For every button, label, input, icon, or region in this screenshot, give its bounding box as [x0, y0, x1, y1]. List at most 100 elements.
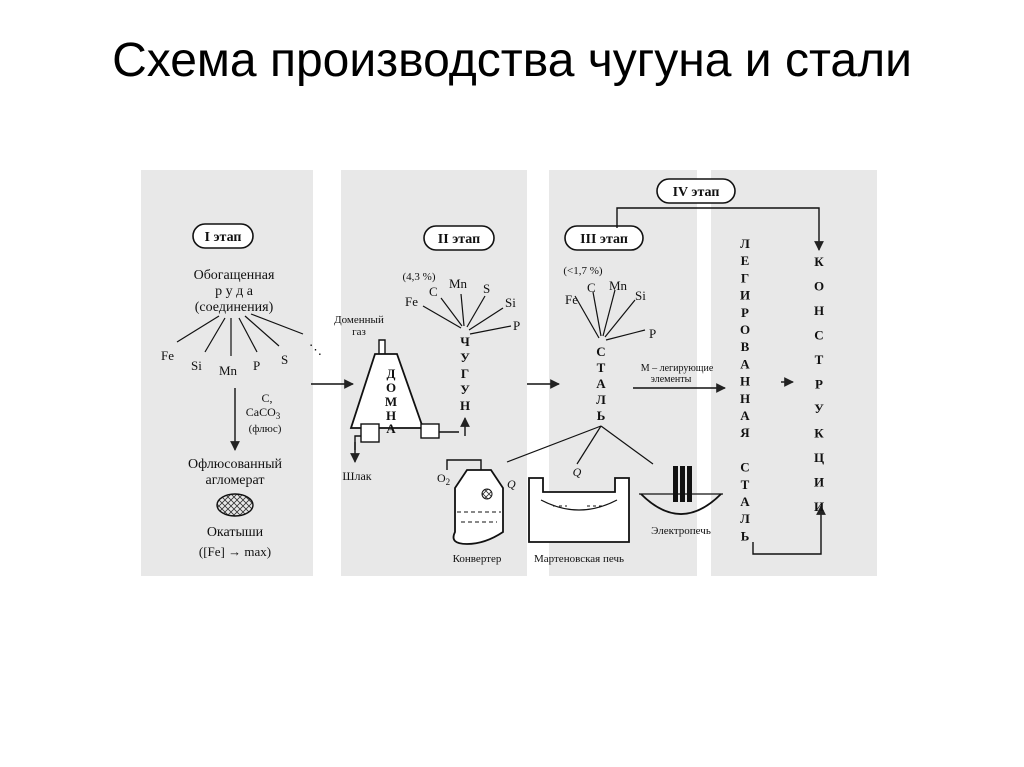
alloy-steel-letter: А [740, 408, 750, 423]
stage4-bottom-arrow [752, 505, 826, 555]
alloy-steel-letter: О [740, 322, 750, 337]
steel-element-mn: Mn [609, 278, 628, 293]
steel-element-si: Si [635, 288, 646, 303]
svg-text:II этап: II этап [438, 232, 480, 247]
structures-letter: К [814, 254, 824, 269]
structures-letter: К [814, 426, 824, 441]
ore-element-p: P [253, 358, 260, 373]
iron-element-p: P [513, 318, 520, 333]
steel-carbon-share: (<1,7 %) [563, 265, 603, 277]
steel-letters: С Т А Л Ь [596, 344, 606, 423]
converter-q-label: Q [507, 477, 516, 491]
pellets-formula: ([Fe] → max) [199, 544, 271, 559]
svg-text:Н: Н [460, 398, 470, 413]
svg-text:Д: Д [387, 366, 396, 381]
ore-label-line3: (соединения) [195, 300, 274, 315]
structures-letter: И [814, 475, 824, 490]
converter-label: Конвертер [453, 553, 502, 565]
steel-element-c: C [587, 280, 596, 295]
alloy-steel-letter: Я [740, 425, 750, 440]
svg-text:Ч: Ч [460, 334, 470, 349]
alloy-steel-letter: Ь [741, 528, 750, 543]
alloy-steel-letter: Л [740, 236, 750, 251]
stage4-top-arrow [616, 207, 824, 251]
flux-line3: (флюс) [249, 423, 282, 435]
stage4-panel [711, 170, 877, 576]
stage4-badge: IV этап [656, 178, 736, 204]
open-hearth-furnace [528, 477, 630, 543]
steel-element-p: P [649, 326, 656, 341]
stage3-badge: III этап [564, 225, 644, 251]
flux-line1: C, [261, 391, 272, 405]
ore-element-mn: Mn [219, 363, 238, 378]
converter-vessel [452, 469, 504, 545]
structures-letter: Ц [814, 450, 824, 465]
svg-text:А: А [386, 421, 396, 436]
svg-text:Т: Т [597, 360, 606, 375]
svg-text:III этап: III этап [580, 232, 628, 247]
svg-text:Ь: Ь [597, 408, 606, 423]
alloy-steel-letter: В [741, 339, 750, 354]
svg-text:А: А [596, 376, 606, 391]
ore-element-s: S [281, 352, 288, 367]
alloy-steel-letter: Л [740, 511, 750, 526]
electric-furnace-label: Электропечь [651, 525, 711, 537]
iron-letters: Ч У Г У Н [460, 334, 470, 413]
ore-label-line1: Обогащенная [194, 268, 275, 283]
svg-text:Н: Н [386, 408, 396, 423]
svg-text:Г: Г [461, 366, 469, 381]
iron-element-rays [422, 293, 512, 335]
alloy-label-line1: M – легирующие [641, 363, 714, 374]
structures-letter: И [814, 499, 824, 514]
furnace-letters: Д О М Н А [385, 366, 397, 436]
iron-carbon-share: (4,3 %) [403, 271, 436, 283]
structures-letter: С [814, 328, 823, 343]
agglomerate-line1: Офлюсованный [188, 457, 283, 472]
alloy-steel-letter: Е [741, 253, 750, 268]
alloy-steel-letter: И [740, 288, 750, 303]
structures-letter: У [814, 401, 824, 416]
ore-element-rays [176, 313, 304, 356]
iron-element-si: Si [505, 295, 516, 310]
iron-element-s: S [483, 281, 490, 296]
open-hearth-q-label: Q [573, 465, 582, 479]
blast-furnace [349, 353, 440, 450]
electric-furnace [639, 466, 723, 515]
alloy-steel-letter: Г [741, 270, 749, 285]
production-diagram: I этап II этап III этап IV этап Обогащен… [141, 170, 877, 576]
alloy-label-line2: элементы [651, 374, 692, 385]
blast-gas-pipe [378, 339, 386, 354]
steel-element-rays [574, 289, 646, 341]
open-hearth-label: Мартеновская печь [534, 553, 624, 565]
svg-text:М: М [385, 394, 397, 409]
iron-element-mn: Mn [449, 276, 468, 291]
converter-o2-label: O2 [437, 471, 450, 487]
alloy-steel-letter: С [740, 460, 749, 475]
structures-letter: Н [814, 303, 824, 318]
alloy-steel-letter: Н [740, 391, 750, 406]
alloy-steel-letter: Н [740, 374, 750, 389]
alloy-steel-letter: А [740, 356, 750, 371]
stage1-badge: I этап [192, 223, 254, 249]
ore-label-line2: р у д а [215, 284, 254, 299]
alloy-steel-letter: Р [741, 305, 749, 320]
svg-text:Л: Л [596, 392, 606, 407]
stage2-badge: II этап [423, 225, 495, 251]
steel-furnace-links [506, 425, 654, 465]
pellets-label: Окатыши [207, 525, 264, 540]
pellet-icon [216, 493, 254, 517]
slide-title: Схема производства чугуна и стали [112, 34, 912, 87]
ore-element-ellipsis: ⋱ [309, 342, 322, 357]
svg-text:I этап: I этап [205, 230, 242, 245]
blast-gas-line2: газ [352, 326, 366, 338]
flux-line2: CaCO3 [246, 405, 281, 421]
structures-letter: Т [815, 352, 824, 367]
iron-element-fe: Fe [405, 294, 418, 309]
steel-element-fe: Fe [565, 292, 578, 307]
ore-element-fe: Fe [161, 348, 174, 363]
iron-element-c: C [429, 284, 438, 299]
structures-letter: Р [815, 377, 823, 392]
svg-text:У: У [460, 350, 470, 365]
